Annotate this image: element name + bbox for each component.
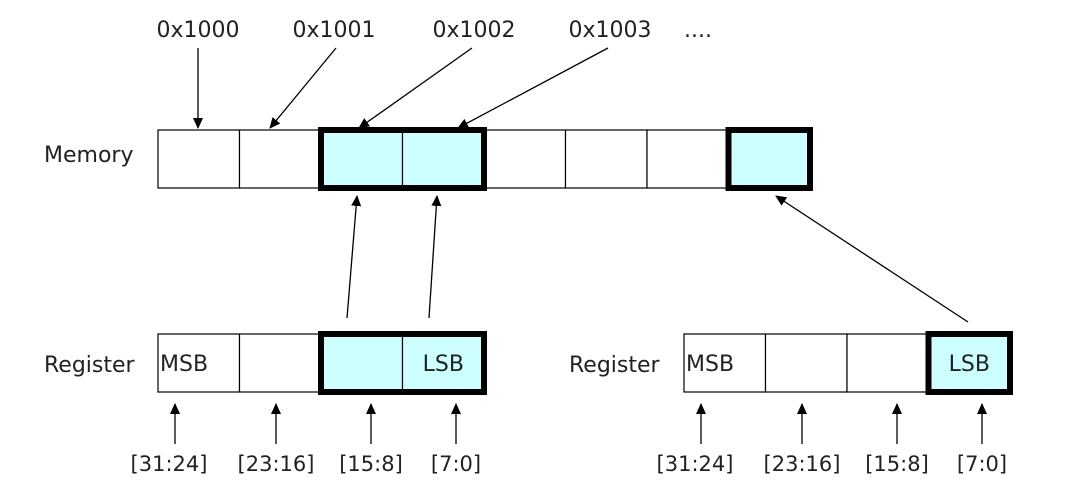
address-arrow [457,47,609,129]
store-arrow [428,195,442,319]
lsb-label: LSB [949,352,990,377]
memory-row [157,127,813,191]
memory-highlight-border [725,127,813,191]
register-highlight-border [318,331,487,395]
memory-cell [483,129,567,189]
address-arrow [358,47,473,129]
bit-range-label: [15:8] [865,452,929,476]
memory-cell [320,129,404,189]
bit-range-label: [15:8] [339,452,403,476]
register-cell [846,333,930,393]
store-arrow [346,195,362,319]
msb-label: MSB [686,352,734,377]
bit-range-label: [7:0] [957,452,1007,476]
memory-label: Memory [44,143,133,168]
bit-labels-right: [31:24] [23:16] [15:8] [7:0] [657,403,1007,476]
register-cell [683,333,767,393]
bit-range-label: [31:24] [657,452,734,476]
memory-cell [646,129,730,189]
memory-cell [401,129,485,189]
register-cell [238,333,322,393]
register-cell [157,333,241,393]
address-ellipsis: .... [684,18,712,43]
lsb-label: LSB [423,352,464,377]
register-label: Register [569,353,661,378]
register-to-memory-arrows [346,195,969,323]
register-right: MSB LSB [683,331,1013,395]
store-arrow [775,195,969,323]
address-label: 0x1003 [568,18,651,43]
register-label: Register [44,353,136,378]
msb-label: MSB [160,352,208,377]
memory-cell [157,129,241,189]
memory-cell [238,129,322,189]
register-cell [401,333,485,393]
address-arrows [193,47,609,129]
bit-range-label: [23:16] [238,452,315,476]
address-labels: 0x1000 0x1001 0x1002 0x1003 .... [156,18,712,43]
address-label: 0x1001 [292,18,375,43]
register-cell [320,333,404,393]
address-label: 0x1000 [156,18,239,43]
memory-cell [564,129,648,189]
bit-range-label: [31:24] [131,452,208,476]
register-highlight-border [925,331,1013,395]
memory-cell [727,129,811,189]
register-left: MSB LSB [157,331,487,395]
bit-range-label: [7:0] [431,452,481,476]
register-cell [764,333,848,393]
bit-range-label: [23:16] [764,452,841,476]
bit-labels-left: [31:24] [23:16] [15:8] [7:0] [131,403,481,476]
memory-highlight-border [318,127,487,191]
address-label: 0x1002 [432,18,515,43]
address-arrow [269,47,337,129]
